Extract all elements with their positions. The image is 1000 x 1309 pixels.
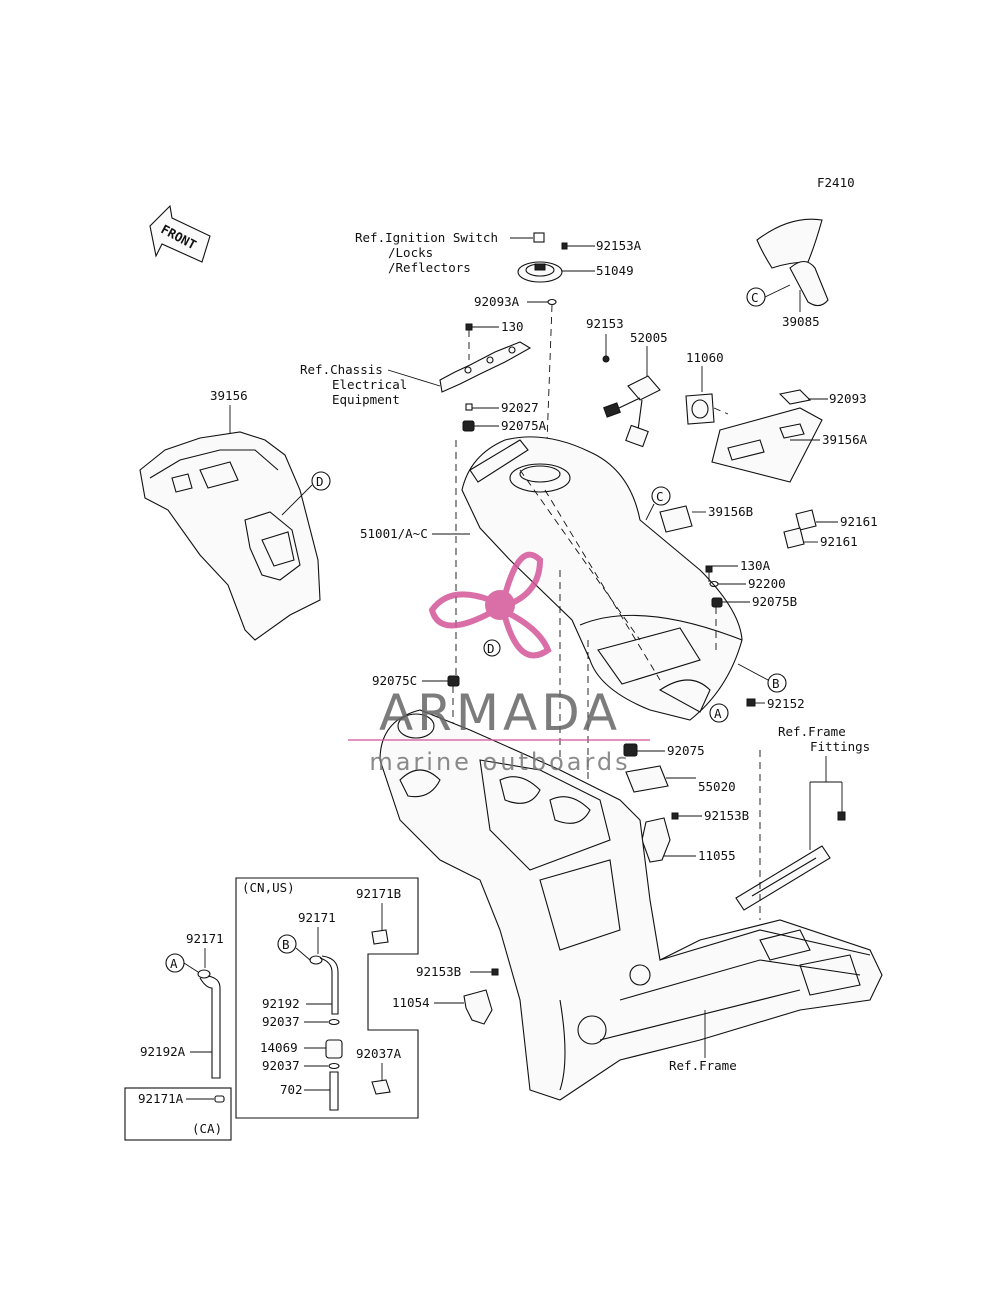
inset-cnus: (CN,US) 92171B 92171 B 92192 92037 14069… [235, 877, 419, 1119]
svg-text:Ref.Chassis: Ref.Chassis [300, 362, 383, 377]
fuel-pump-52005 [603, 375, 661, 448]
inset-part-92192: 92192 [262, 996, 300, 1011]
svg-text:A: A [170, 956, 178, 971]
figure-code: F2410 [817, 175, 855, 190]
part-92093: 92093 [829, 391, 867, 406]
callout-c-tank [651, 486, 671, 506]
inset-part-702: 702 [280, 1082, 303, 1097]
armada-propeller-icon [428, 551, 552, 659]
part-92075C: 92075C [372, 673, 417, 688]
part-92075B: 92075B [752, 594, 797, 609]
part-92027: 92027 [501, 400, 539, 415]
ref-frame-fittings-label: Ref.Frame Fittings [778, 724, 870, 754]
cover-39085 [756, 218, 829, 307]
gasket-11060 [685, 393, 715, 425]
inset-cnus-title: (CN,US) [242, 880, 295, 895]
part-92153A: 92153A [596, 238, 642, 253]
part-51001: 51001/A~C [360, 526, 428, 541]
inset-ca-title: (CA) [192, 1121, 222, 1136]
part-39156A: 39156A [822, 432, 868, 447]
part-130A: 130A [740, 558, 771, 573]
inset-part-92171: 92171 [298, 910, 336, 925]
part-92200: 92200 [748, 576, 786, 591]
hose-92192A [197, 969, 221, 1079]
part-92192A: 92192A [140, 1044, 186, 1059]
callout-d-tank [483, 639, 501, 657]
callout-a-tank [709, 703, 729, 723]
part-52005: 52005 [630, 330, 668, 345]
bumpers-92161 [783, 509, 817, 549]
frame-fitting-rail [735, 845, 831, 911]
watermark-brand: ARMADA [379, 684, 621, 742]
svg-text:/Reflectors: /Reflectors [388, 260, 471, 275]
part-130: 130 [501, 319, 524, 334]
part-92075A: 92075A [501, 418, 547, 433]
svg-text:D: D [316, 474, 324, 489]
ref-chassis-electrical-label: Ref.Chassis Electrical Equipment [300, 362, 407, 407]
part-51049: 51049 [596, 263, 634, 278]
svg-text:Equipment: Equipment [332, 392, 400, 407]
svg-text:C: C [656, 489, 664, 504]
label-55020 [625, 765, 669, 793]
front-arrow-icon: FRONT [149, 204, 211, 263]
ref-frame-label: Ref.Frame [669, 1058, 737, 1073]
armada-watermark: ARMADA marine outboards [348, 551, 650, 776]
callout-b-inset [277, 934, 297, 954]
part-11054: 11054 [392, 995, 430, 1010]
part-92093A: 92093A [474, 294, 520, 309]
fuel-tank-51001 [461, 436, 743, 721]
part-92161-a: 92161 [840, 514, 878, 529]
part-92153B-b: 92153B [416, 964, 461, 979]
part-92171: 92171 [186, 931, 224, 946]
inset-part-92037-a: 92037 [262, 1014, 300, 1029]
svg-text:/Locks: /Locks [388, 245, 433, 260]
bracket-11054 [463, 989, 493, 1025]
part-39156: 39156 [210, 388, 248, 403]
part-55020: 55020 [698, 779, 736, 794]
main-frame [379, 709, 883, 1101]
label-39156B [659, 505, 693, 533]
part-39156B: 39156B [708, 504, 753, 519]
part-92075: 92075 [667, 743, 705, 758]
part-39085: 39085 [782, 314, 820, 329]
part-92161-b: 92161 [820, 534, 858, 549]
svg-text:A: A [714, 706, 722, 721]
bolt-92153A [561, 242, 595, 250]
svg-text:B: B [282, 937, 290, 952]
bracket-11055 [641, 817, 671, 863]
watermark-tagline: marine outboards [369, 748, 630, 776]
svg-text:Ref.Ignition Switch: Ref.Ignition Switch [355, 230, 498, 245]
svg-text:B: B [772, 676, 780, 691]
chassis-bracket [439, 341, 532, 393]
cover-39156A [711, 407, 823, 483]
inset-ca-part-92171A: 92171A [138, 1091, 184, 1106]
pad-92093 [778, 389, 812, 405]
inset-part-14069: 14069 [260, 1040, 298, 1055]
callout-d-left [311, 471, 331, 491]
svg-text:Electrical: Electrical [332, 377, 407, 392]
svg-text:Fittings: Fittings [810, 739, 870, 754]
part-92152: 92152 [767, 696, 805, 711]
inset-part-92171B: 92171B [356, 886, 401, 901]
part-11060: 11060 [686, 350, 724, 365]
part-92153: 92153 [586, 316, 624, 331]
inset-ca: 92171A (CA) [124, 1087, 232, 1141]
svg-text:D: D [487, 641, 495, 656]
part-92153B-a: 92153B [704, 808, 749, 823]
callout-b-tank [767, 673, 787, 693]
ref-ignition-switch-label: Ref.Ignition Switch /Locks /Reflectors [355, 230, 498, 275]
seat-pad-39156 [139, 431, 321, 641]
fuel-cap-51049 [517, 261, 563, 283]
svg-text:Ref.Frame: Ref.Frame [778, 724, 846, 739]
inset-part-92037-b: 92037 [262, 1058, 300, 1073]
bolt-130 [465, 323, 499, 360]
inset-part-92037A: 92037A [356, 1046, 402, 1061]
svg-text:C: C [751, 290, 759, 305]
part-11055: 11055 [698, 848, 736, 863]
